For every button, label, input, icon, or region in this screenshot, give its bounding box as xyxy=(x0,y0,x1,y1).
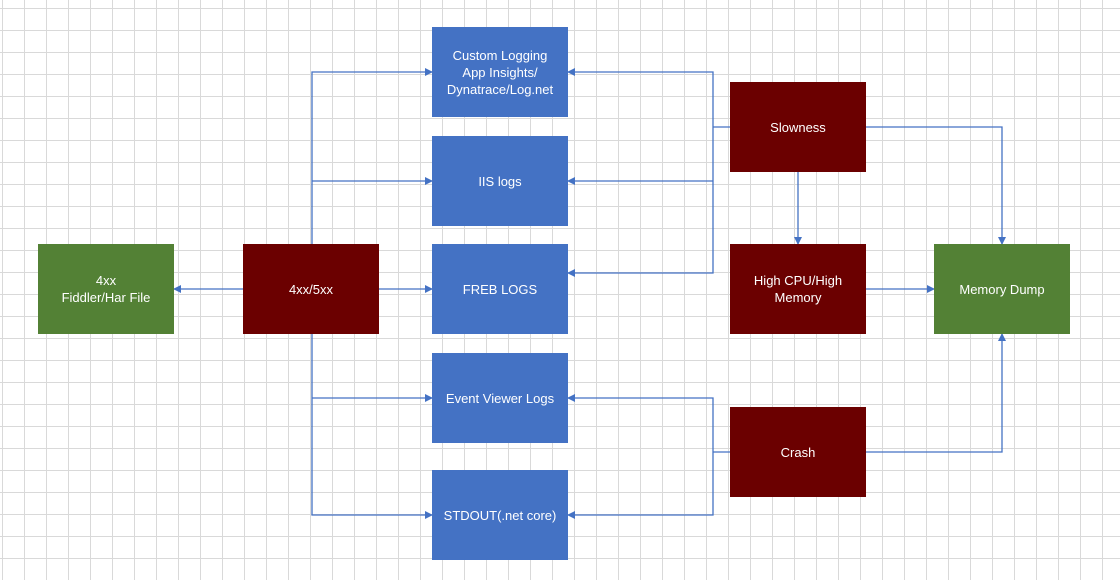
node-memory-dump[interactable]: Memory Dump xyxy=(934,244,1070,334)
node-slowness[interactable]: Slowness xyxy=(730,82,866,172)
node-4xx-5xx[interactable]: 4xx/5xx xyxy=(243,244,379,334)
node-fiddler-har-file[interactable]: 4xx Fiddler/Har File xyxy=(38,244,174,334)
node-iis-logs[interactable]: IIS logs xyxy=(432,136,568,226)
node-freb-logs[interactable]: FREB LOGS xyxy=(432,244,568,334)
node-custom-logging[interactable]: Custom Logging App Insights/ Dynatrace/L… xyxy=(432,27,568,117)
node-crash[interactable]: Crash xyxy=(730,407,866,497)
node-high-cpu-memory[interactable]: High CPU/High Memory xyxy=(730,244,866,334)
connector-crash-to-memdump xyxy=(866,333,1006,453)
node-stdout[interactable]: STDOUT(.net core) xyxy=(432,470,568,560)
connector-crash-to-event xyxy=(567,394,714,452)
connector-slowness-to-memdump xyxy=(866,126,1006,245)
connector-4xx5xx-to-custom xyxy=(311,68,433,244)
connector-slowness-to-custom xyxy=(567,68,714,127)
node-event-viewer-logs[interactable]: Event Viewer Logs xyxy=(432,353,568,443)
connector-4xx5xx-to-stdout xyxy=(311,334,433,519)
connector-crash-to-stdout xyxy=(567,452,714,519)
connector-slowness-to-freb xyxy=(567,127,714,277)
